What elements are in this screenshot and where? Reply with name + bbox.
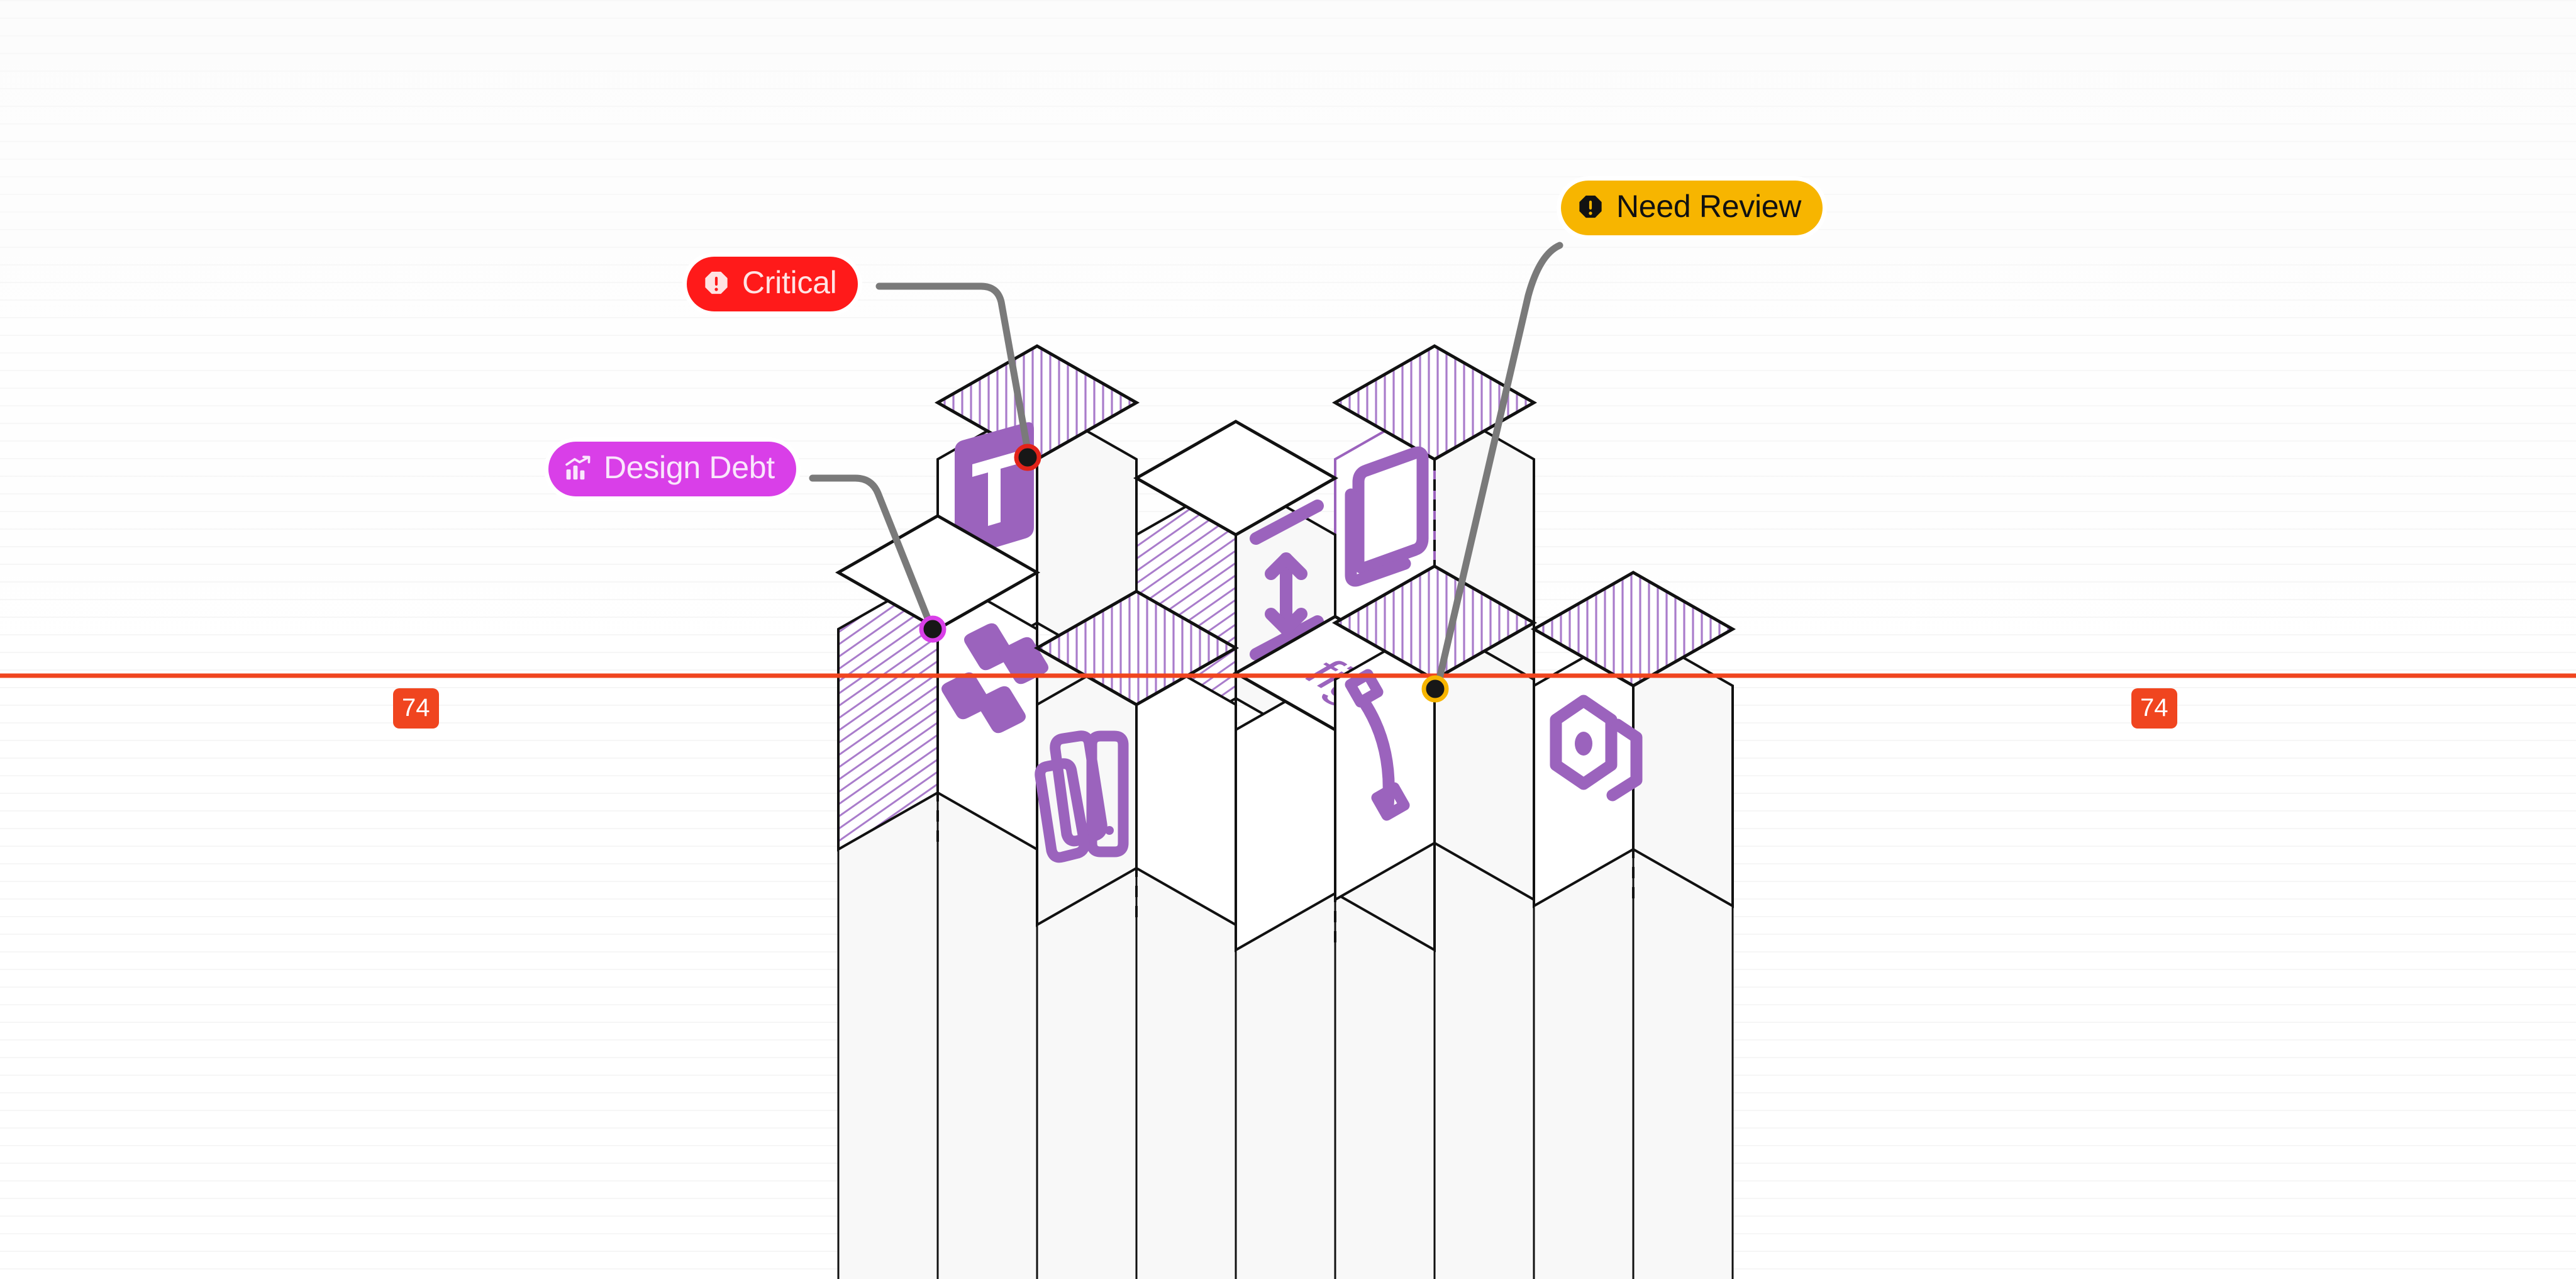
anchor-dots[interactable] bbox=[919, 444, 1449, 703]
alert-octagon-icon bbox=[702, 269, 731, 298]
leader-design-debt bbox=[809, 474, 933, 627]
threshold-chip-right[interactable]: 74 bbox=[2131, 688, 2177, 729]
anchor-dot-critical bbox=[1014, 444, 1041, 471]
alert-octagon-icon bbox=[1576, 193, 1605, 222]
badge-critical[interactable]: Critical bbox=[687, 257, 858, 311]
frame-artboard-icon bbox=[1345, 446, 1429, 587]
badge-need-review-label: Need Review bbox=[1616, 189, 1802, 224]
vertical-spacing-icon bbox=[1250, 500, 1324, 661]
badge-critical-label: Critical bbox=[742, 265, 837, 300]
text-type-icon bbox=[955, 422, 1034, 558]
anchor-dot-need-review bbox=[1421, 675, 1449, 703]
leader-need-review bbox=[1435, 242, 1563, 684]
anchor-dot-design-debt bbox=[919, 615, 947, 643]
block-grid-layout[interactable] bbox=[835, 514, 1048, 852]
layers-fan-icon bbox=[1035, 730, 1129, 863]
block-vector-path[interactable] bbox=[1331, 564, 1538, 902]
badge-design-debt[interactable]: Design Debt bbox=[548, 442, 796, 496]
leader-lines bbox=[809, 242, 1563, 684]
badge-need-review[interactable]: Need Review bbox=[1561, 181, 1823, 235]
trending-bar-chart-icon bbox=[564, 454, 592, 483]
component-node-icon bbox=[1550, 695, 1643, 801]
threshold-chip-left[interactable]: 74 bbox=[393, 688, 439, 729]
leader-critical bbox=[875, 282, 1031, 454]
block-layers[interactable] bbox=[1033, 589, 1240, 927]
block-component[interactable] bbox=[1530, 571, 1736, 908]
badge-design-debt-label: Design Debt bbox=[604, 450, 775, 485]
